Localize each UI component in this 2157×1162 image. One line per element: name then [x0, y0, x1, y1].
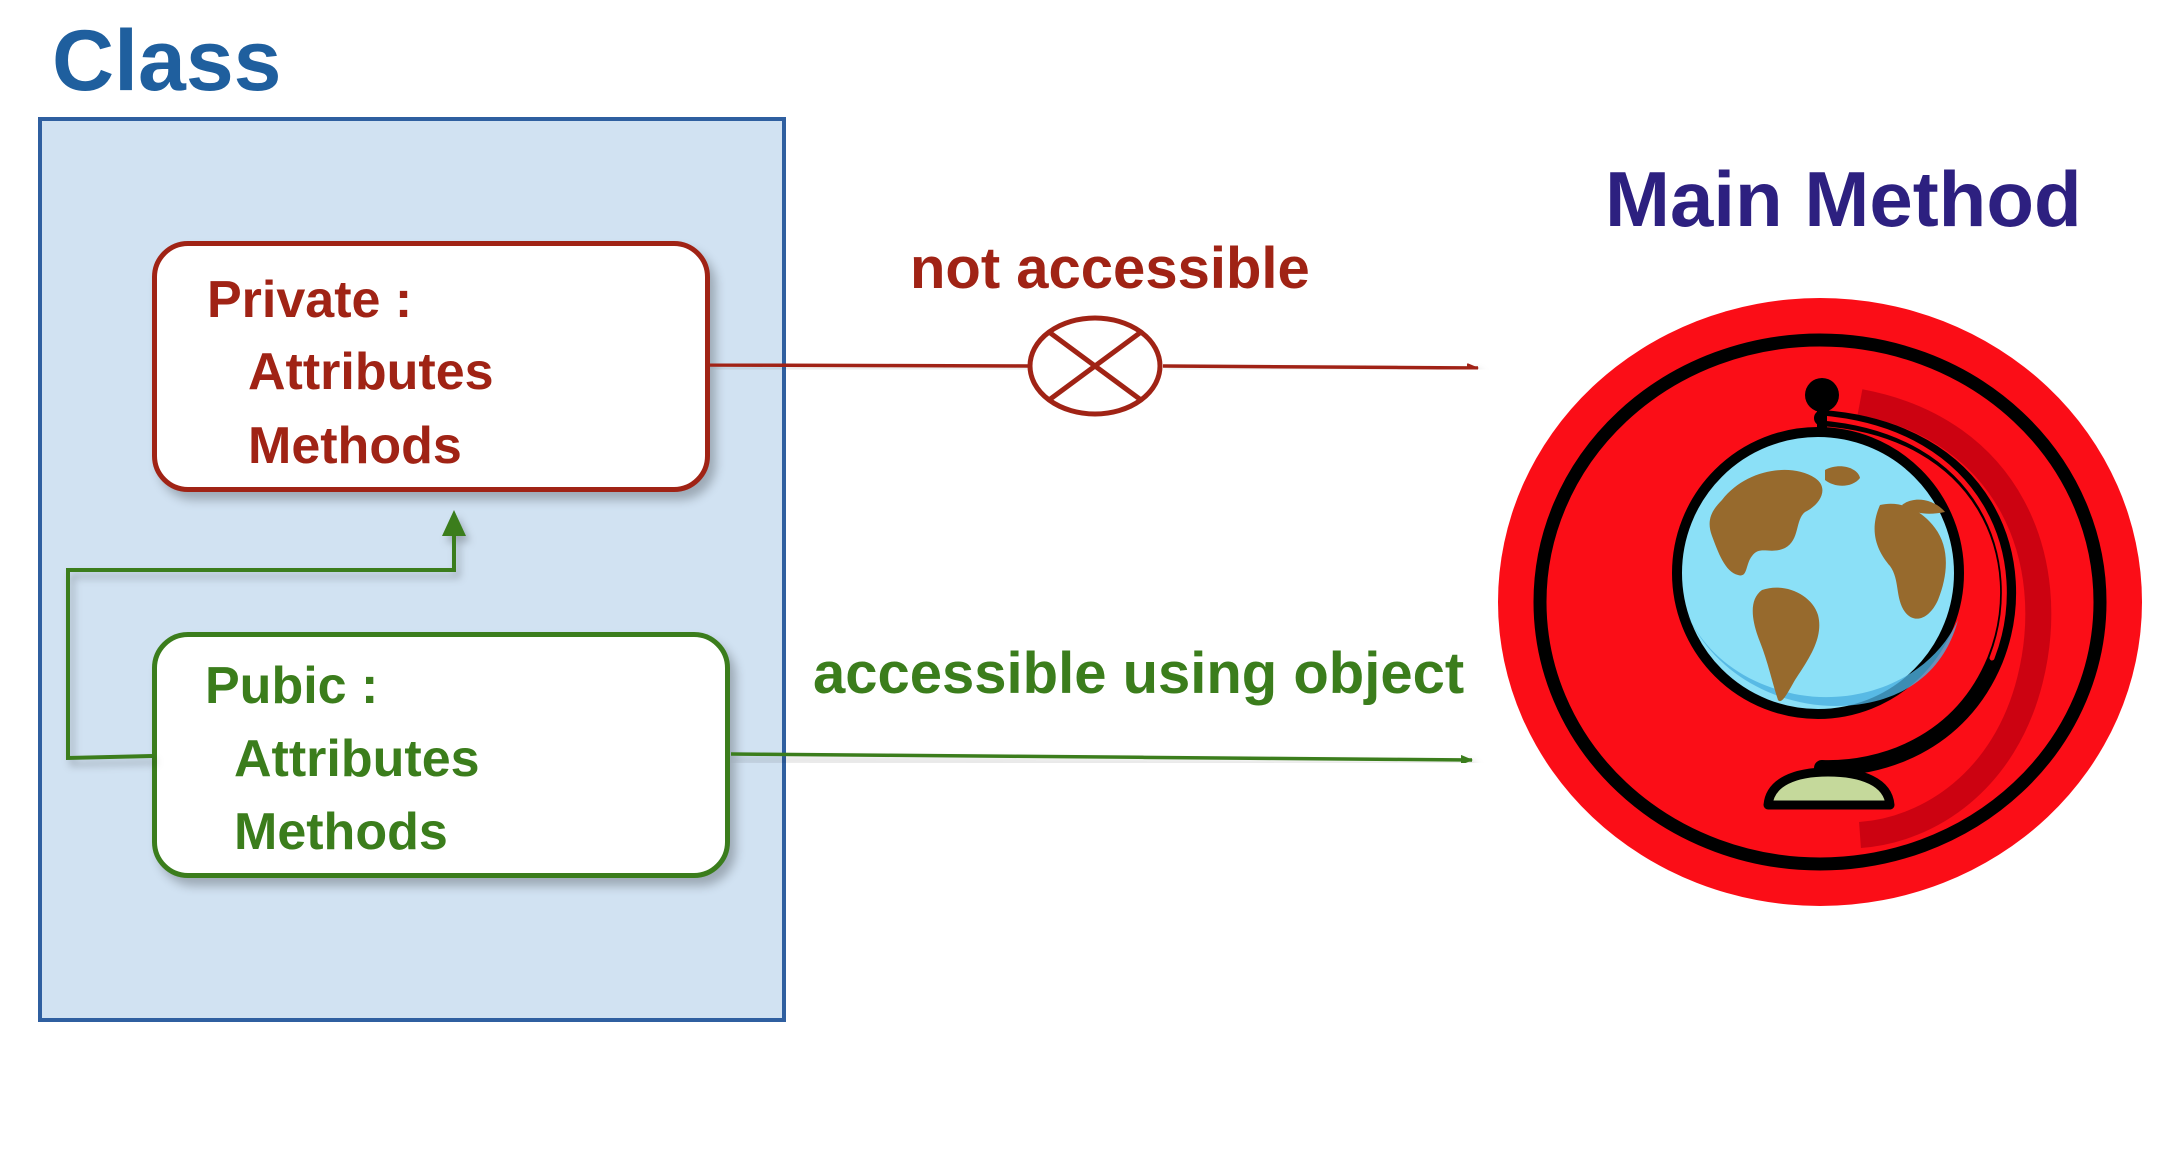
- public-heading: Pubic :: [205, 657, 379, 715]
- public-methods-label: Methods: [234, 803, 448, 861]
- accessible-label: accessible using object: [813, 641, 1465, 706]
- main-method-title: Main Method: [1605, 155, 2082, 243]
- accessible-edge: [730, 752, 1473, 765]
- private-attributes-label: Attributes: [248, 343, 494, 401]
- private-members-box: [152, 241, 710, 492]
- blocked-x-icon: [1027, 315, 1163, 417]
- class-title: Class: [52, 13, 282, 109]
- private-heading: Private :: [207, 271, 413, 329]
- not-accessible-edge: [709, 362, 1479, 373]
- internal-access-edge: [66, 510, 466, 761]
- not-accessible-label: not accessible: [910, 236, 1310, 301]
- private-methods-label: Methods: [248, 417, 462, 475]
- public-attributes-label: Attributes: [234, 730, 480, 788]
- public-members-box: [152, 632, 730, 878]
